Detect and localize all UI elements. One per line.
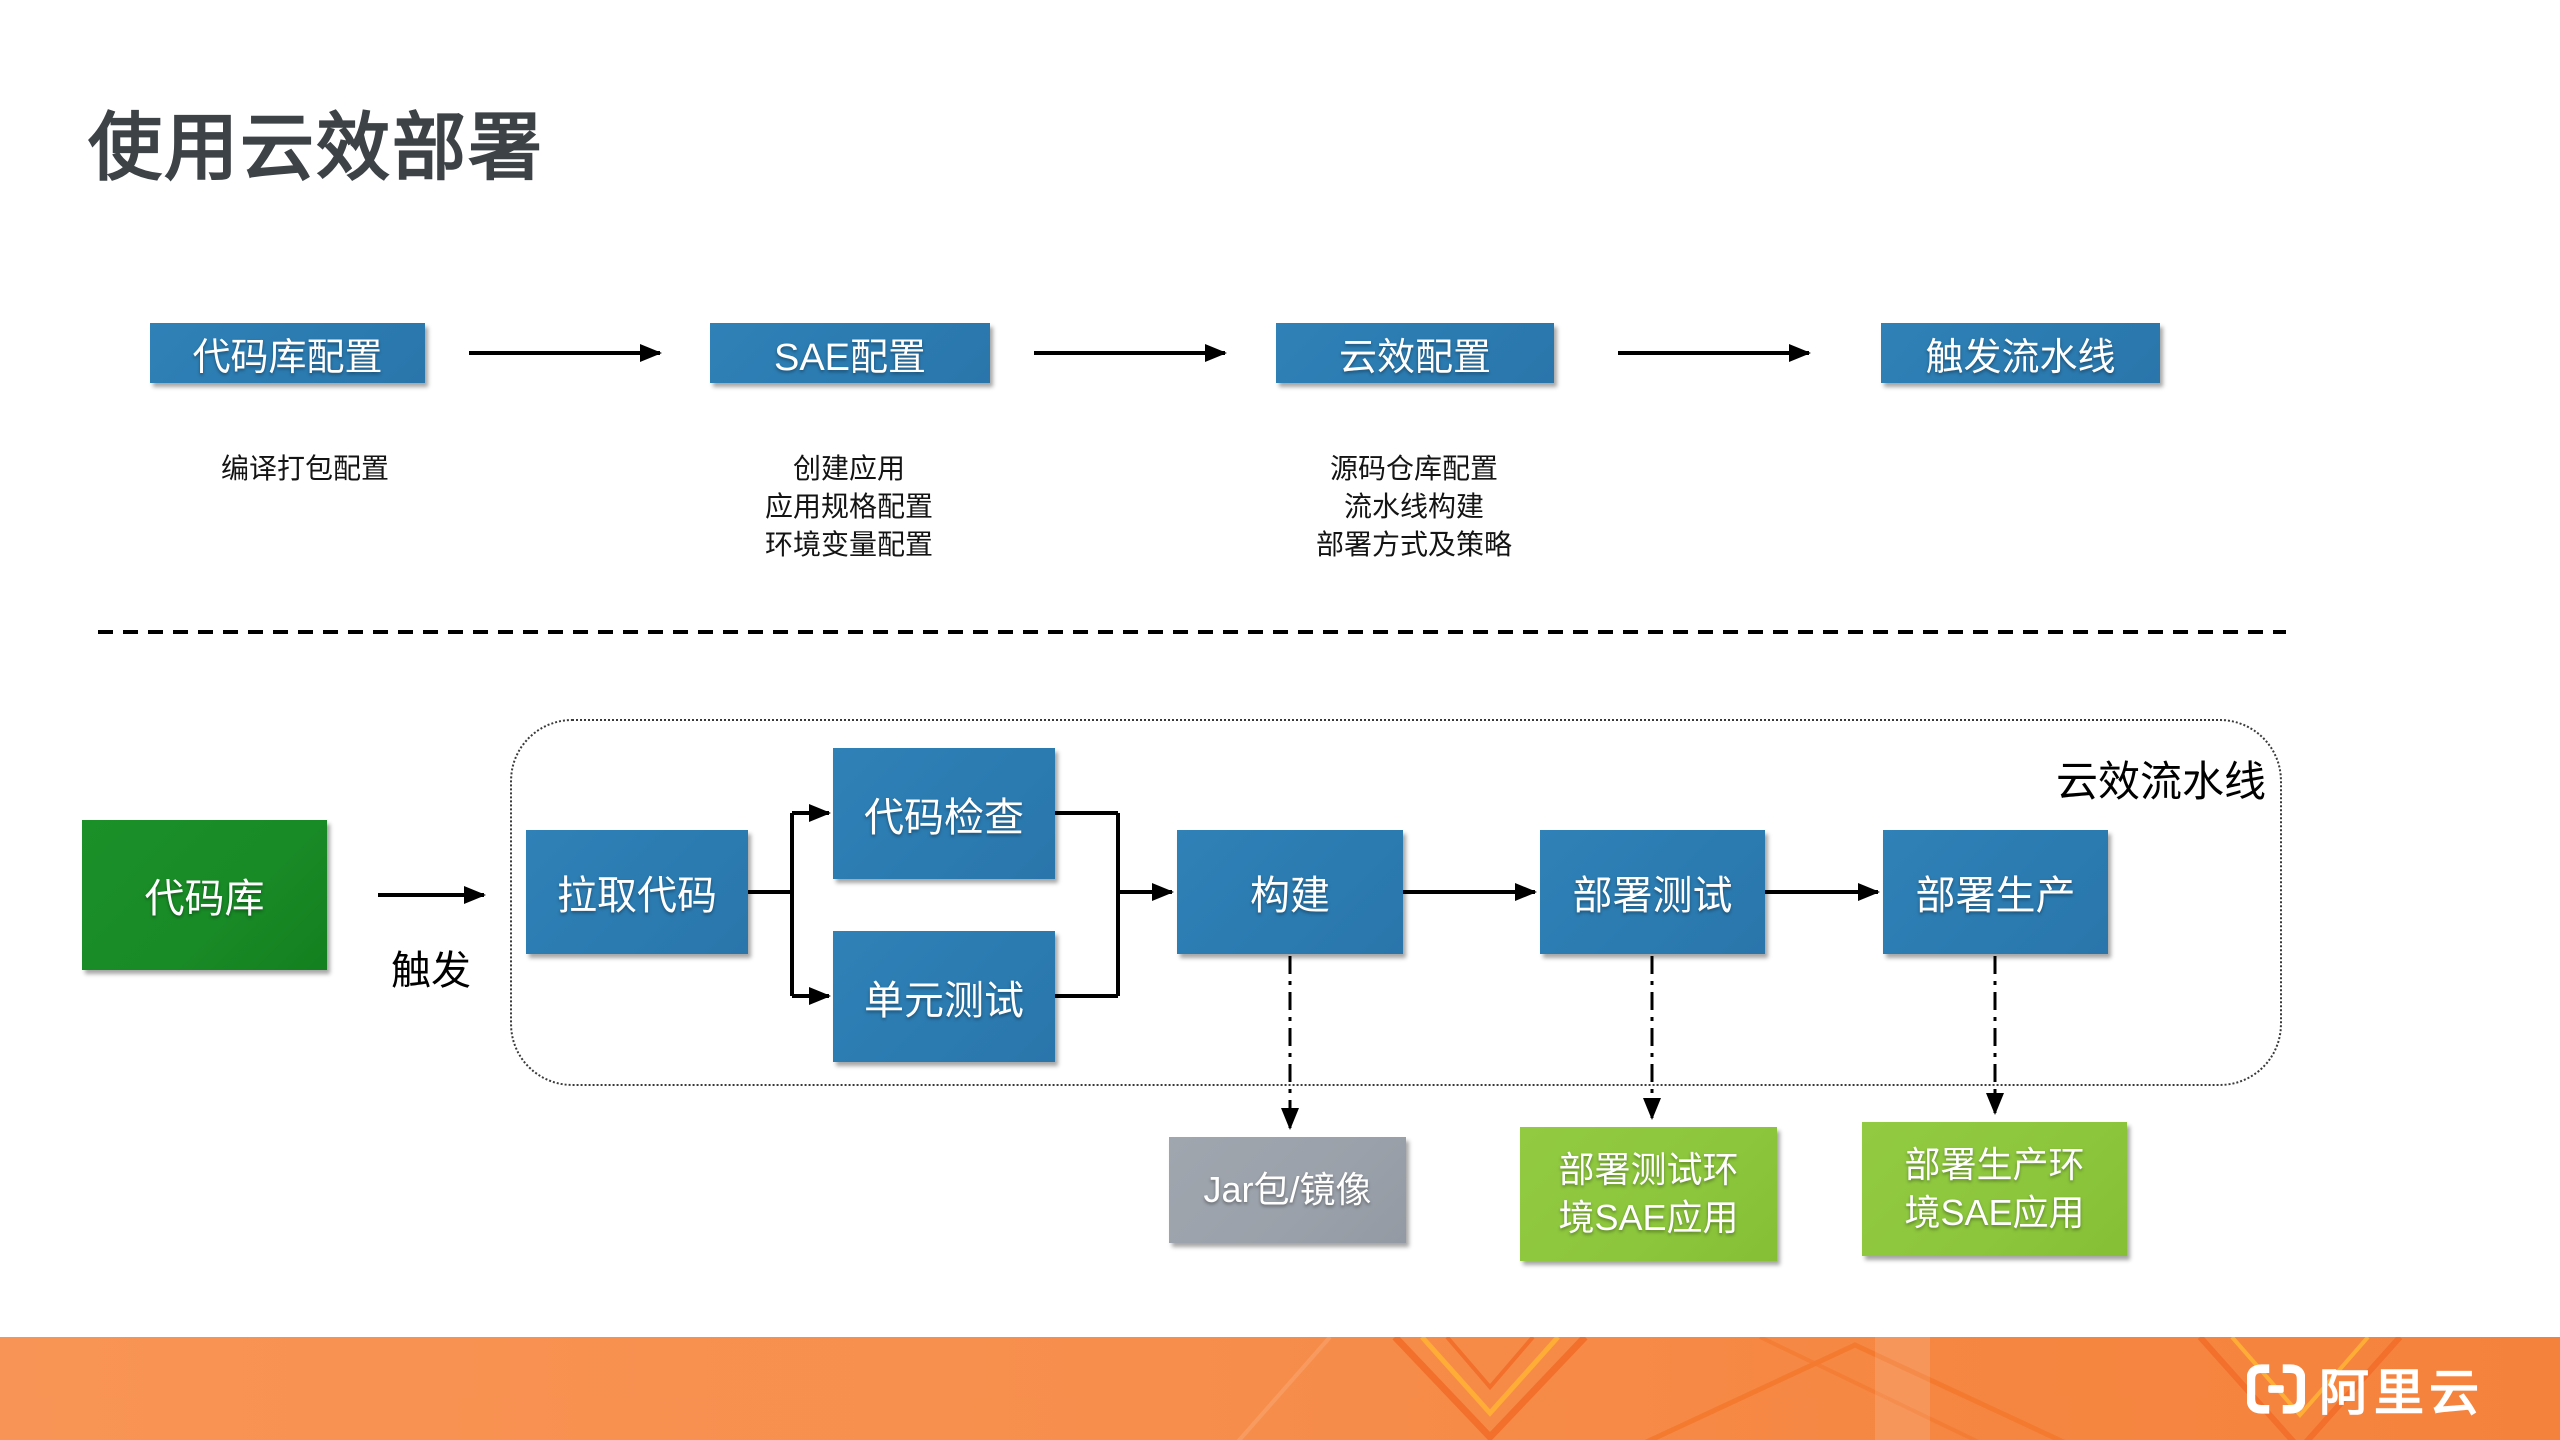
step-label: 触发流水线 [1925, 336, 2116, 379]
node-label: 拉取代码 [557, 874, 717, 918]
output-artifact: Jar包/镜像 [1169, 1137, 1406, 1243]
node-unit-test: 单元测试 [833, 931, 1055, 1062]
node-label: 构建 [1250, 874, 1330, 918]
note-line: 创建应用 [792, 453, 905, 484]
node-label: 代码检查 [864, 795, 1024, 840]
step-label: 云效配置 [1338, 336, 1491, 379]
step-notes-yunxiao-config: 源码仓库配置 流水线构建 部署方式及策略 [1254, 450, 1574, 564]
node-code-check: 代码检查 [833, 748, 1055, 879]
step-label: 代码库配置 [192, 336, 383, 379]
note-line: 部署方式及策略 [1315, 529, 1512, 560]
pipeline-container [510, 719, 2282, 1086]
step-box-yunxiao-config: 云效配置 [1276, 323, 1554, 383]
step-box-sae-config: SAE配置 [710, 323, 990, 383]
footer-chevron-pattern [1236, 1337, 2403, 1440]
node-label: 部署生产 [1915, 874, 2076, 918]
note-line: 源码仓库配置 [1329, 453, 1498, 484]
step-box-repo-config: 代码库配置 [150, 323, 425, 383]
alibaba-cloud-logo-icon [2247, 1363, 2305, 1414]
node-code-repo: 代码库 [82, 820, 327, 970]
output-test-sae-app: 部署测试环境SAE应用 [1520, 1127, 1777, 1261]
pipeline-container-label: 云效流水线 [2055, 758, 2266, 805]
output-prod-sae-app: 部署生产环境SAE应用 [1862, 1122, 2127, 1256]
node-build: 构建 [1177, 830, 1403, 954]
node-label: 部署测试 [1572, 874, 1733, 918]
step-notes-repo-config: 编译打包配置 [145, 450, 465, 488]
node-label: 单元测试 [864, 978, 1024, 1023]
step-notes-sae-config: 创建应用 应用规格配置 环境变量配置 [689, 450, 1009, 564]
footer-bar: 阿里云 [0, 1337, 2560, 1440]
note-line: 应用规格配置 [764, 491, 933, 522]
trigger-label: 触发 [391, 949, 471, 993]
page-title: 使用云效部署 [88, 106, 544, 189]
output-label: 部署测试环境SAE应用 [1558, 1149, 1739, 1238]
step-label: SAE配置 [773, 336, 927, 379]
note-line: 流水线构建 [1343, 491, 1484, 522]
node-pull-code: 拉取代码 [526, 830, 748, 954]
node-deploy-prod: 部署生产 [1883, 830, 2108, 954]
brand-name: 阿里云 [2319, 1364, 2484, 1421]
note-line: 环境变量配置 [764, 529, 933, 560]
output-label: Jar包/镜像 [1203, 1169, 1372, 1210]
step-box-trigger-pipeline: 触发流水线 [1881, 323, 2160, 383]
brand-lockup: 阿里云 [2247, 1353, 2484, 1425]
note-line: 编译打包配置 [220, 453, 389, 484]
output-label: 部署生产环境SAE应用 [1904, 1144, 2085, 1233]
node-label: 代码库 [144, 877, 265, 921]
node-deploy-test: 部署测试 [1540, 830, 1765, 954]
